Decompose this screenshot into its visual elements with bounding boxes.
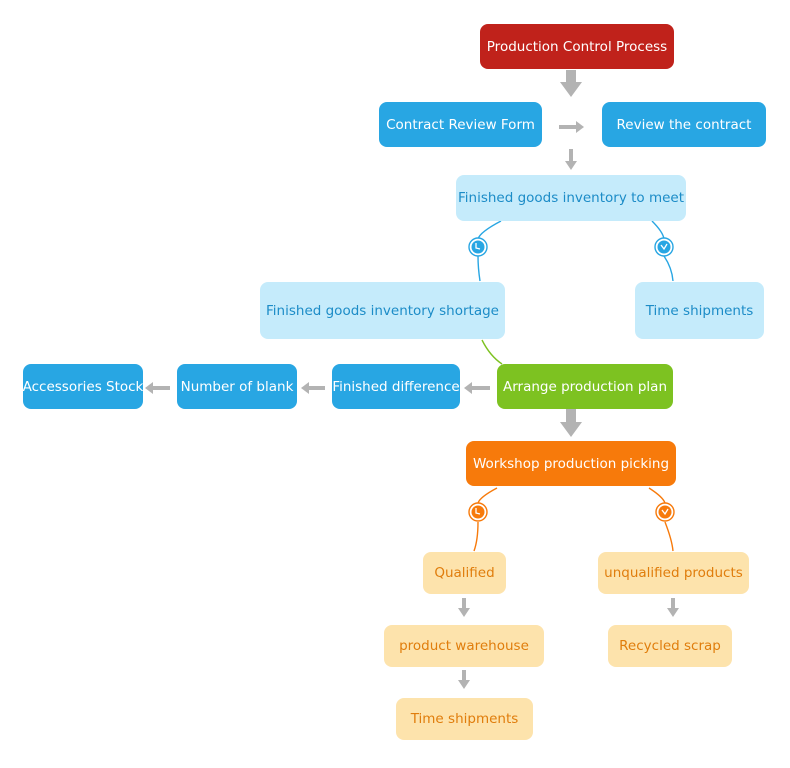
node-production-control-process[interactable]: Production Control Process xyxy=(480,24,674,69)
branch-marker-left-orange xyxy=(468,502,488,522)
node-accessories-stock[interactable]: Accessories Stock xyxy=(23,364,143,409)
arrow-difference-to-blank xyxy=(301,382,325,394)
arrow-contract-right xyxy=(559,121,584,133)
arrow-unqualified-down xyxy=(667,598,679,617)
arrow-warehouse-down xyxy=(458,670,470,689)
arrow-to-finished-goods xyxy=(565,149,577,170)
branch-line-right-orange xyxy=(648,487,674,552)
node-finished-goods-inventory-to-meet[interactable]: Finished goods inventory to meet xyxy=(456,175,686,221)
arrow-blank-to-accessories xyxy=(145,382,170,394)
branch-line-left-orange xyxy=(473,487,498,552)
node-unqualified-products[interactable]: unqualified products xyxy=(598,552,749,594)
node-time-shipments-lower[interactable]: Time shipments xyxy=(396,698,533,740)
node-workshop-production-picking[interactable]: Workshop production picking xyxy=(466,441,676,486)
node-time-shipments-upper[interactable]: Time shipments xyxy=(635,282,764,339)
node-qualified[interactable]: Qualified xyxy=(423,552,506,594)
node-review-the-contract[interactable]: Review the contract xyxy=(602,102,766,147)
arrow-plan-down xyxy=(560,409,582,437)
connector-shortage-to-plan xyxy=(481,339,503,365)
arrow-root-down xyxy=(560,70,582,97)
branch-marker-right-orange xyxy=(655,502,675,522)
node-contract-review-form[interactable]: Contract Review Form xyxy=(379,102,542,147)
node-finished-goods-inventory-shortage[interactable]: Finished goods inventory shortage xyxy=(260,282,505,339)
node-arrange-production-plan[interactable]: Arrange production plan xyxy=(497,364,673,409)
node-recycled-scrap[interactable]: Recycled scrap xyxy=(608,625,732,667)
node-number-of-blank[interactable]: Number of blank xyxy=(177,364,297,409)
branch-marker-left-blue xyxy=(468,237,488,257)
node-finished-difference[interactable]: Finished difference xyxy=(332,364,460,409)
arrow-plan-to-difference xyxy=(464,382,490,394)
branch-marker-right-blue xyxy=(654,237,674,257)
arrow-qualified-down xyxy=(458,598,470,617)
node-product-warehouse[interactable]: product warehouse xyxy=(384,625,544,667)
